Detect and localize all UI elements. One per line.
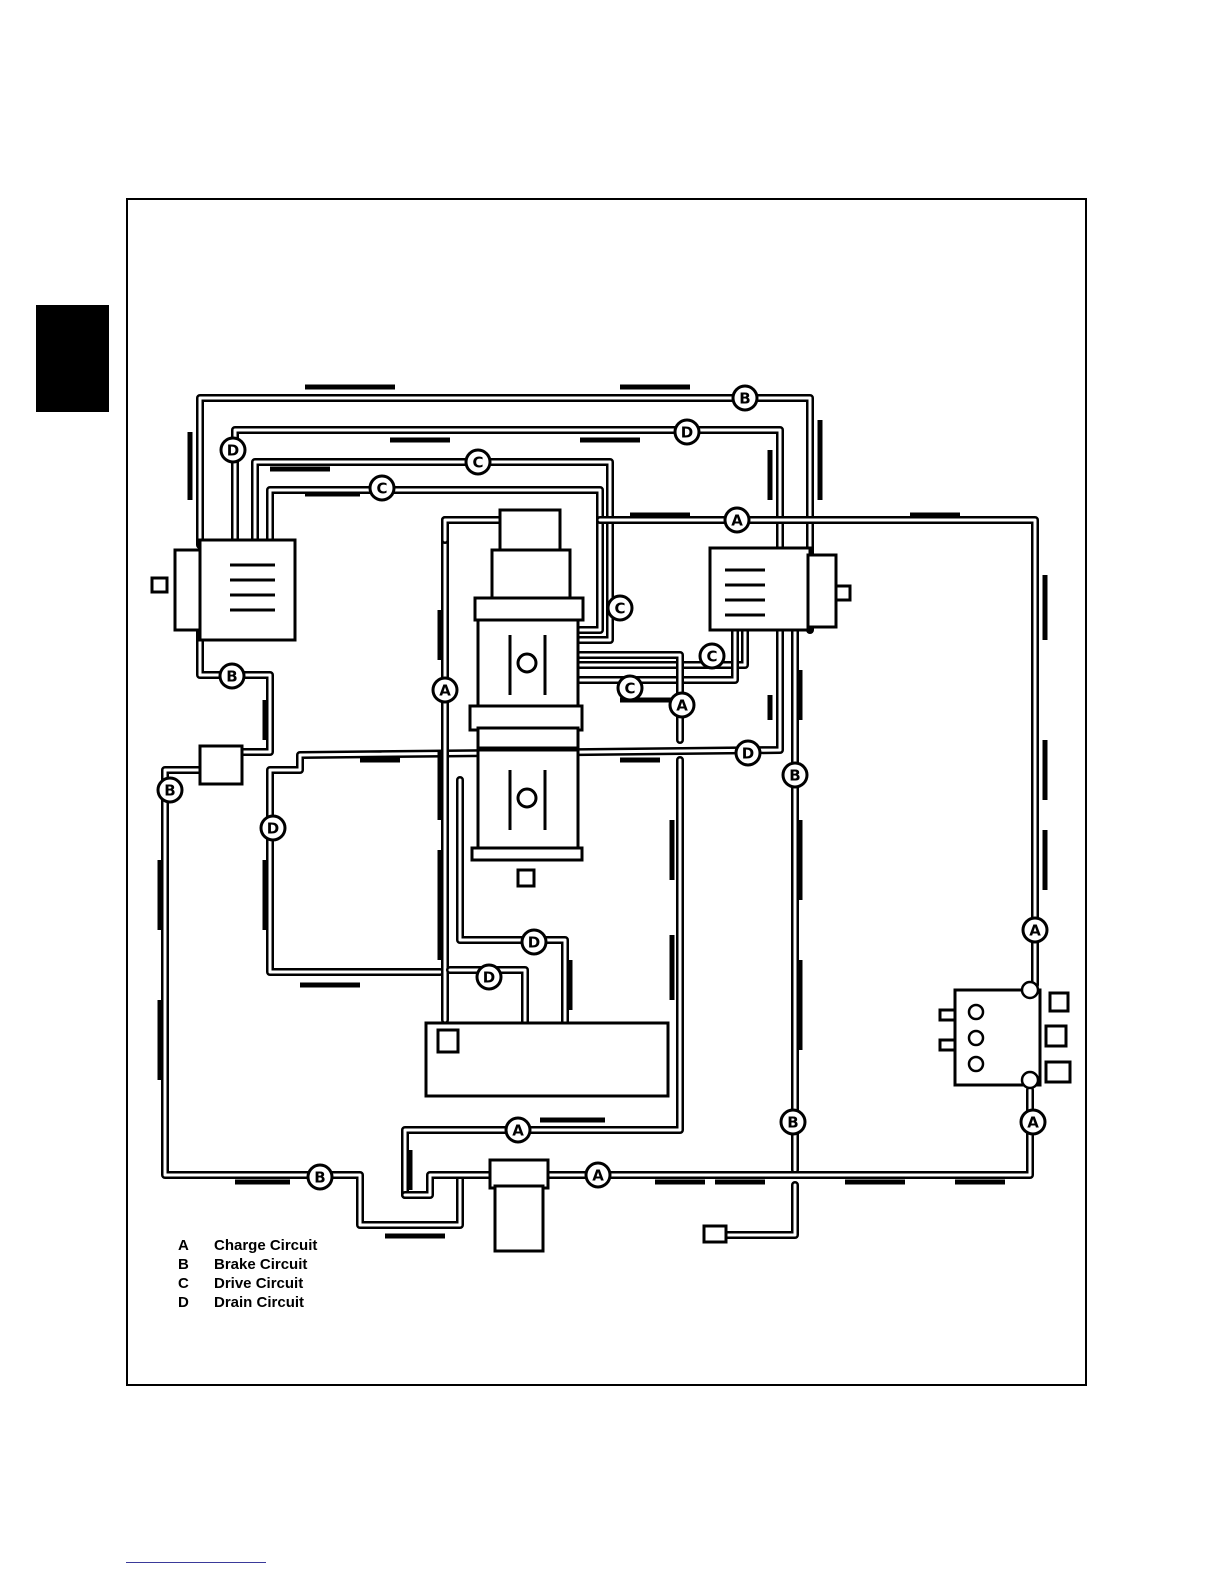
pipe-outline [405, 1175, 490, 1195]
pipe-outline [726, 1185, 795, 1235]
callout-letter: D [227, 442, 239, 460]
legend-key-d: D [178, 1294, 189, 1311]
right-wheel-motor [710, 548, 850, 630]
callout-letter: B [314, 1169, 325, 1187]
callout-a: A [506, 1118, 530, 1142]
pipe-bore [726, 1185, 795, 1235]
callout-b: B [308, 1165, 332, 1189]
callout-letter: B [164, 782, 175, 800]
callout-letter: B [226, 668, 237, 686]
callout-letter: A [731, 512, 743, 530]
callout-letter: D [267, 820, 279, 838]
callout-letter: B [787, 1114, 798, 1132]
callout-c: C [700, 644, 724, 668]
control-valve [940, 982, 1070, 1088]
hydraulic-reservoir [426, 1023, 668, 1096]
legend-label-c: Drive Circuit [214, 1275, 303, 1292]
callout-letter: D [483, 969, 495, 987]
callout-d: D [221, 438, 245, 462]
legend-label-d: Drain Circuit [214, 1294, 304, 1311]
callout-letter: A [676, 697, 688, 715]
callout-d: D [736, 741, 760, 765]
legend-label-a: Charge Circuit [214, 1237, 317, 1254]
callout-letter: C [706, 648, 717, 666]
callout-b: B [783, 763, 807, 787]
brake-connector [704, 1226, 726, 1242]
callout-b: B [158, 778, 182, 802]
callout-b: B [733, 386, 757, 410]
callout-d: D [522, 930, 546, 954]
callout-letter: D [681, 424, 693, 442]
callout-d: D [477, 965, 501, 989]
callout-letter: A [439, 682, 451, 700]
callout-a: A [1021, 1110, 1045, 1134]
callout-a: A [1023, 918, 1047, 942]
callout-letter: A [1027, 1114, 1039, 1132]
callout-c: C [618, 676, 642, 700]
callout-letter: B [739, 390, 750, 408]
callout-letter: C [624, 680, 635, 698]
callout-c: C [370, 476, 394, 500]
callout-a: A [586, 1163, 610, 1187]
legend-key-b: B [178, 1256, 189, 1273]
legend-key-c: C [178, 1275, 189, 1292]
legend-key-a: A [178, 1237, 189, 1254]
callout-letter: C [472, 454, 483, 472]
charge-filter-left [200, 746, 242, 784]
oil-filter [490, 1160, 548, 1251]
callout-a: A [670, 693, 694, 717]
callout-b: B [781, 1110, 805, 1134]
callout-letter: A [512, 1122, 524, 1140]
callout-letter: D [528, 934, 540, 952]
callout-b: B [220, 664, 244, 688]
callout-d: D [675, 420, 699, 444]
legend-label-b: Brake Circuit [214, 1256, 307, 1273]
legend: A Charge Circuit B Brake Circuit C Drive… [178, 1237, 317, 1311]
pipe-bore [200, 630, 270, 752]
callout-letter: D [742, 745, 754, 763]
pipe-outline [445, 520, 500, 540]
callout-letter: A [592, 1167, 604, 1185]
hydraulic-lines [165, 398, 1035, 1235]
callout-c: C [608, 596, 632, 620]
callout-c: C [466, 450, 490, 474]
left-wheel-motor [152, 540, 295, 640]
callout-letter: C [376, 480, 387, 498]
callout-letter: A [1029, 922, 1041, 940]
tandem-pump-assembly [470, 510, 583, 886]
callout-letter: C [614, 600, 625, 618]
callout-a: A [433, 678, 457, 702]
callout-d: D [261, 816, 285, 840]
callout-letter: B [789, 767, 800, 785]
pipe-outline [200, 630, 270, 752]
callout-a: A [725, 508, 749, 532]
